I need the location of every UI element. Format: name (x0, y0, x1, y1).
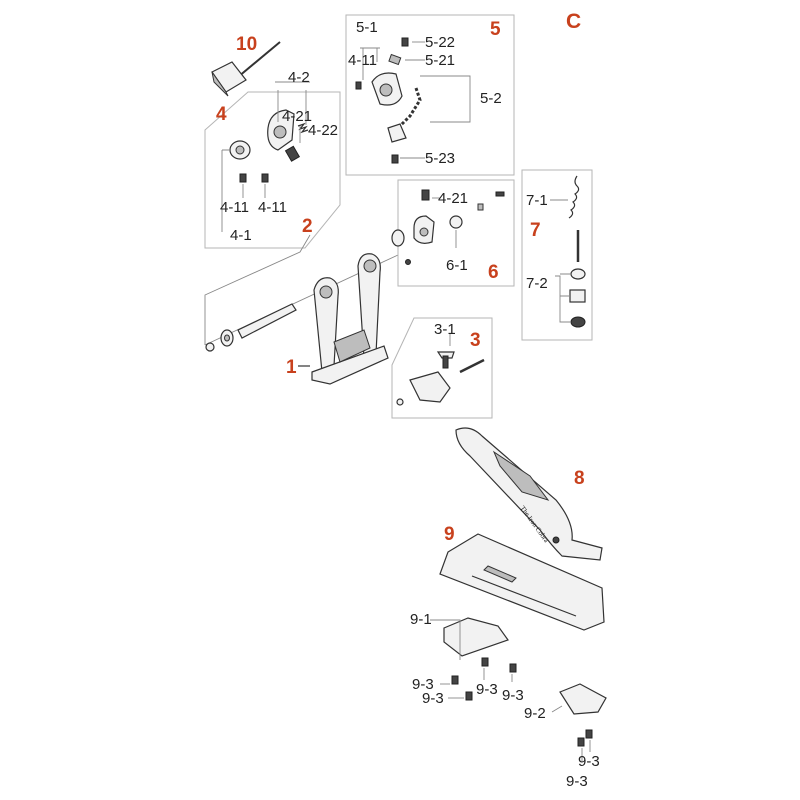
group-number-4: 4 (216, 104, 227, 125)
section-letter: C (566, 10, 581, 33)
part-label-5-22: 5-22 (425, 34, 455, 51)
part-label-3-1: 3-1 (434, 321, 456, 338)
part-label-4-21: 4-21 (282, 108, 312, 125)
spring-part (568, 175, 580, 219)
axle-group: 2 (204, 216, 399, 352)
part-label-4-1: 4-1 (230, 227, 252, 244)
part-label-5-21: 5-21 (425, 52, 455, 69)
part-label-5-1: 5-1 (356, 19, 378, 36)
group-number-3: 3 (470, 330, 481, 351)
baseplate (439, 533, 605, 631)
group-3-box: 3 3-1 (391, 317, 493, 419)
part-label-9-3-a: 9-3 (412, 676, 434, 693)
group-number-2: 2 (302, 216, 313, 237)
baseplate-group: 9 9-1 9-3 9-3 9-3 9-3 9-2 9-3 9-3 (410, 524, 607, 790)
part-label-4-11-g5: 4-11 (348, 52, 377, 69)
beater-head (211, 61, 247, 93)
spring-group-box: 7 7-1 7-2 (521, 169, 593, 341)
plate-9-1 (443, 617, 509, 657)
frame-left-post (313, 277, 339, 373)
part-label-4-2: 4-2 (288, 69, 310, 86)
part-label-9-3-e: 9-3 (578, 753, 600, 770)
hub-group-box: 4 4-2 4-21 4-22 4-11 4-11 4-1 (204, 69, 341, 249)
frame-base (311, 345, 389, 385)
part-label-9-3-c: 9-3 (476, 681, 498, 698)
frame-group: 1 (286, 253, 389, 385)
group-number-10: 10 (236, 34, 257, 55)
part-label-9-1: 9-1 (410, 611, 432, 628)
part-label-4-11-a: 4-11 (220, 199, 249, 216)
part-label-4-21-g6: 4-21 (438, 190, 468, 207)
group-6-box: 6 4-21 6-1 (391, 179, 515, 287)
part-label-4-22: 4-22 (308, 122, 338, 139)
part-label-9-2: 9-2 (524, 705, 546, 722)
part-label-9-3-f: 9-3 (566, 773, 588, 790)
part-label-7-2: 7-2 (526, 275, 548, 292)
plate-9-2 (559, 683, 607, 715)
footboard-group: 8 The Iron Cobra (455, 427, 603, 561)
group-number-8: 8 (574, 468, 585, 489)
group-number-6: 6 (488, 262, 499, 283)
group-number-7: 7 (530, 220, 541, 241)
part-label-7-1: 7-1 (526, 192, 548, 209)
part-label-9-3-b: 9-3 (422, 690, 444, 707)
part-label-5-23: 5-23 (425, 150, 455, 167)
axle-shaft (237, 303, 297, 339)
beater-group: 10 (211, 34, 281, 97)
group-number-5: 5 (490, 19, 501, 40)
group-number-1: 1 (286, 357, 297, 378)
toe-clamp-part (409, 371, 451, 403)
part-label-6-1: 6-1 (446, 257, 468, 274)
group-number-9: 9 (444, 524, 455, 545)
part-label-4-11-b: 4-11 (258, 199, 287, 216)
part-label-5-2: 5-2 (480, 90, 502, 107)
chain-group-box: 5 5-1 4-11 5-22 5-21 5-2 5-23 (345, 14, 515, 176)
part-label-9-3-d: 9-3 (502, 687, 524, 704)
